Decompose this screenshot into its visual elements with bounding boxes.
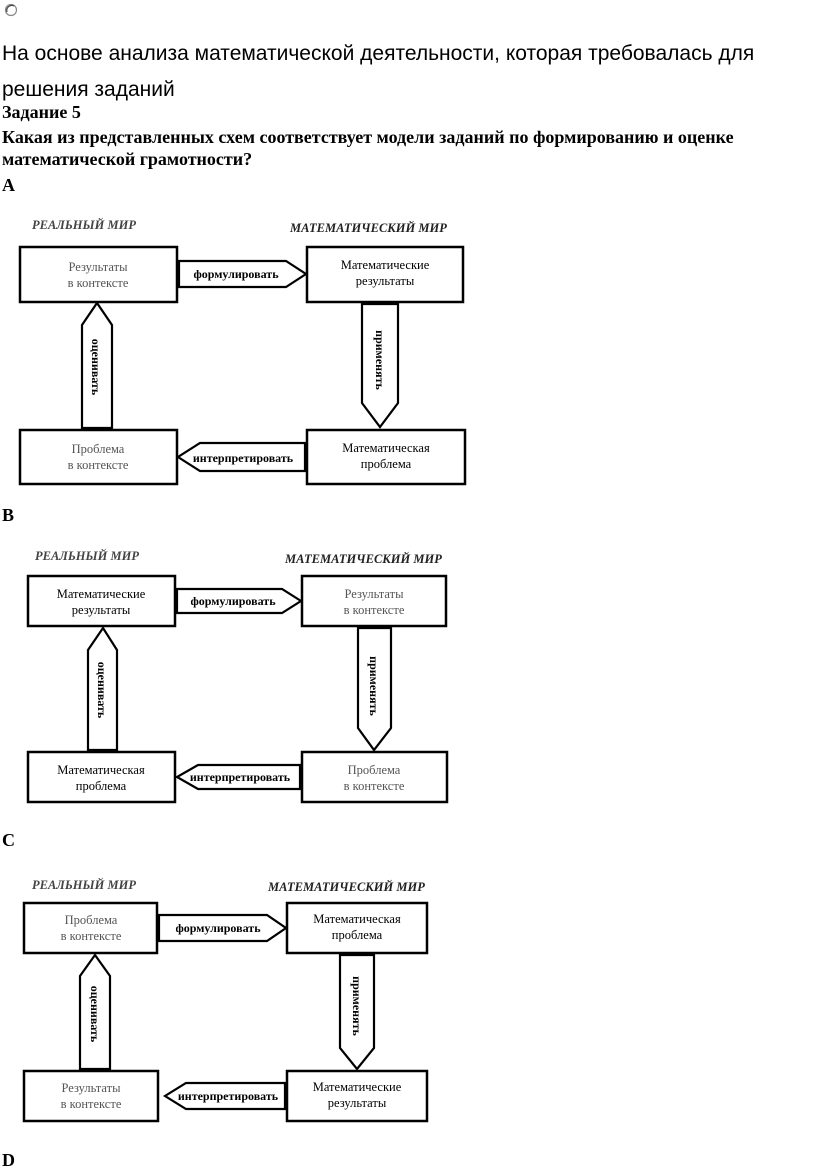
diagram-a: РЕАЛЬНЫЙ МИР МАТЕМАТИЧЕСКИЙ МИР Результа…: [18, 217, 467, 486]
diagram-b-right-header: МАТЕМАТИЧЕСКИЙ МИР: [284, 551, 442, 566]
diagram-c-arrow-left: [78, 953, 112, 1071]
diagram-b-box-bottom-left: [26, 750, 177, 804]
diagram-c-arrow-right: [338, 953, 376, 1071]
diagram-c-bottom-right-line1: Математические: [313, 1080, 402, 1094]
option-letter-d: D: [2, 1150, 15, 1170]
diagram-c-arrow-right-label: применять: [350, 976, 364, 1036]
diagram-c-arrow-bottom: [162, 1081, 287, 1111]
diagram-a-arrow-bottom: [175, 441, 307, 473]
diagram-a-arrow-left-label: оценивать: [89, 339, 103, 396]
radio-icon[interactable]: [4, 3, 18, 17]
diagram-c-box-top-left: [22, 901, 159, 955]
diagram-a-left-header: РЕАЛЬНЫЙ МИР: [32, 217, 136, 232]
diagram-b-arrow-left-label: оценивать: [95, 662, 109, 719]
diagram-a-bottom-left-line1: Проблема: [72, 442, 125, 456]
diagram-b-arrow-bottom-label: интерпретировать: [190, 770, 291, 784]
diagram-b-bottom-right-line1: Проблема: [348, 763, 401, 777]
diagram-a-arrow-right: [360, 302, 400, 429]
diagram-b-bottom-left-line2: проблема: [76, 779, 127, 793]
option-letter-b: В: [2, 505, 15, 525]
diagram-a-box-top-left: [18, 245, 179, 304]
diagram-a-top-right-line1: Математические: [341, 258, 430, 272]
diagram-b-arrow-bottom: [174, 763, 302, 791]
diagram-a-top-right-line2: результаты: [356, 274, 415, 288]
diagram-b-top-left-line1: Математические: [57, 587, 146, 601]
intro-text: На основе анализа математической деятель…: [2, 42, 755, 101]
diagram-b-box-bottom-right: [300, 750, 449, 804]
option-letter-a: А: [2, 175, 15, 195]
diagram-b-top-right-line2: в контексте: [344, 603, 405, 617]
diagram-b-top-left-line2: результаты: [72, 603, 131, 617]
diagram-a-arrow-top: [177, 259, 309, 289]
diagram-b-bottom-right-line2: в контексте: [344, 779, 405, 793]
task-title: Задание 5: [2, 102, 81, 122]
diagram-b-arrow-top-label: формулировать: [190, 594, 276, 608]
diagram-c-top-left-line2: в контексте: [61, 929, 122, 943]
diagram-b-arrow-right: [356, 626, 393, 752]
diagram-c-bottom-right-line2: результаты: [328, 1096, 387, 1110]
diagram-c: РЕАЛЬНЫЙ МИР МАТЕМАТИЧЕСКИЙ МИР Проблема…: [22, 877, 429, 1123]
diagram-a-bottom-right-line1: Математическая: [342, 441, 430, 455]
diagram-b-arrow-right-label: применять: [367, 656, 381, 716]
diagram-b-box-top-right: [300, 574, 448, 628]
diagram-c-arrow-left-label: оценивать: [88, 986, 102, 1043]
diagram-a-box-bottom-left: [18, 428, 179, 486]
diagram-c-right-header: МАТЕМАТИЧЕСКИЙ МИР: [267, 879, 425, 894]
diagram-c-left-header: РЕАЛЬНЫЙ МИР: [32, 877, 136, 892]
diagram-b-left-header: РЕАЛЬНЫЙ МИР: [35, 548, 139, 563]
diagram-c-box-bottom-left: [22, 1069, 160, 1123]
diagram-a-bottom-right-line2: проблема: [361, 457, 412, 471]
diagram-c-top-right-line1: Математическая: [313, 912, 401, 926]
diagram-a-top-left-line2: в контексте: [68, 276, 129, 290]
diagram-b-box-top-left: [26, 574, 177, 628]
diagram-b-bottom-left-line1: Математическая: [57, 763, 145, 777]
diagram-b: РЕАЛЬНЫЙ МИР МАТЕМАТИЧЕСКИЙ МИР Математи…: [26, 548, 449, 804]
diagram-a-arrow-right-label: применять: [373, 330, 387, 390]
diagram-c-box-bottom-right: [285, 1069, 429, 1123]
option-letter-c: С: [2, 830, 15, 850]
diagram-a-arrow-left: [80, 301, 114, 430]
diagram-b-arrow-top: [175, 587, 304, 615]
diagram-c-arrow-bottom-label: интерпретировать: [178, 1089, 279, 1103]
diagram-b-arrow-left: [86, 626, 119, 752]
diagram-a-arrow-bottom-label: интерпретировать: [193, 451, 294, 465]
diagram-c-arrow-top: [157, 913, 288, 943]
diagram-a-box-bottom-right: [305, 428, 467, 486]
task-question: Какая из представленных схем соответству…: [2, 127, 734, 169]
diagram-b-top-right-line1: Результаты: [344, 587, 404, 601]
diagram-c-arrow-top-label: формулировать: [175, 921, 261, 935]
diagram-a-right-header: МАТЕМАТИЧЕСКИЙ МИР: [289, 220, 447, 235]
diagram-a-bottom-left-line2: в контексте: [68, 458, 129, 472]
diagram-a-arrow-top-label: формулировать: [193, 267, 279, 281]
diagram-c-bottom-left-line2: в контексте: [61, 1097, 122, 1111]
diagram-c-bottom-left-line1: Результаты: [61, 1081, 121, 1095]
diagram-c-top-right-line2: проблема: [332, 928, 383, 942]
diagram-c-top-left-line1: Проблема: [65, 913, 118, 927]
diagram-a-box-top-right: [305, 245, 465, 304]
diagram-a-top-left-line1: Результаты: [68, 260, 128, 274]
diagram-c-box-top-right: [285, 901, 429, 955]
